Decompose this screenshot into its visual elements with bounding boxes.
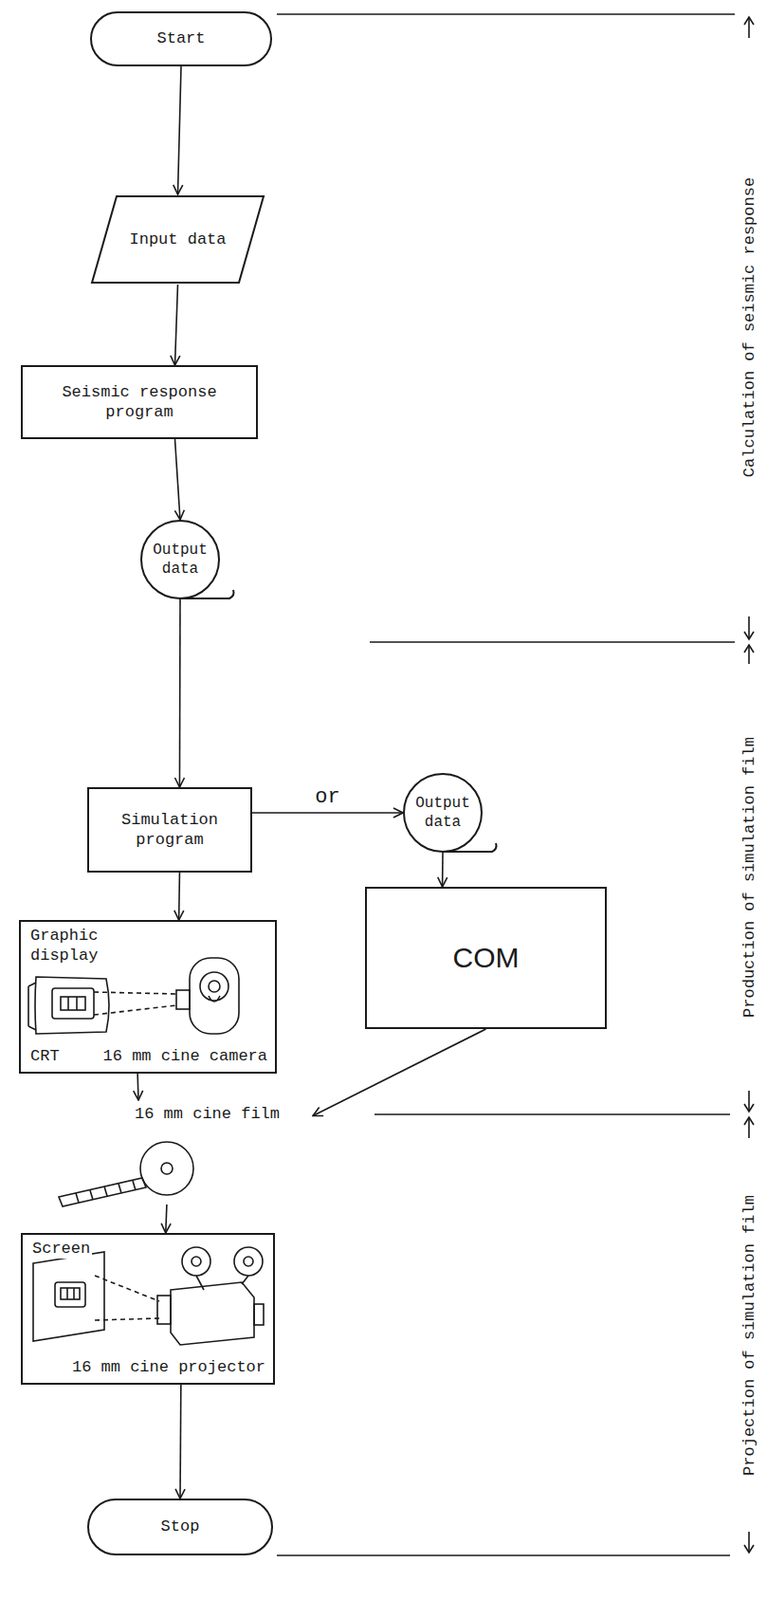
bracket-arrow (744, 1103, 754, 1112)
bracket-line (748, 616, 750, 640)
flow-arrow (178, 66, 183, 195)
input-box: Input data (90, 194, 266, 285)
tape-outline (140, 519, 220, 600)
phase-label: Calculation of seismic response (740, 173, 759, 481)
boundary-line (276, 1553, 731, 1556)
node-text: Seismic response program (49, 382, 230, 423)
tape-tail (180, 589, 235, 599)
flow-arrow (312, 1028, 487, 1116)
flow-arrow (179, 1384, 182, 1498)
flow-arrow (252, 811, 403, 814)
crt-drawing (28, 976, 110, 1034)
com-box: COM (365, 886, 607, 1029)
node-text: 16 mm cine projector (70, 1356, 268, 1377)
bracket-arrow (744, 1544, 754, 1553)
edge-label: or (311, 785, 343, 809)
process-box: Seismic response program (20, 365, 258, 439)
bracket-arrow (744, 17, 754, 25)
bracket-arrow (744, 1116, 754, 1125)
bracket-line (748, 1090, 750, 1112)
node-text: COM (453, 939, 520, 976)
tape-outline (402, 772, 483, 853)
node-text: Output data (148, 540, 212, 579)
phase-label: Projection of simulation film (740, 1190, 759, 1480)
flow-arrow (165, 1204, 167, 1233)
tape-tail (442, 842, 497, 852)
screen-drawing (33, 1251, 105, 1341)
node-text: Output data (411, 793, 475, 832)
film-reel: 16 mm cine film (94, 1099, 313, 1205)
tape-storage: Output data (402, 772, 483, 853)
flow-arrow (441, 852, 444, 887)
node-text: Start (156, 28, 205, 49)
bracket-line (748, 17, 750, 38)
projector-drawing (94, 1246, 264, 1345)
node-text: Input data (128, 229, 226, 250)
terminal-box: Stop (87, 1497, 274, 1555)
node-text: Graphic display (28, 925, 128, 967)
parallelogram-shape (91, 196, 264, 283)
flow-arrow (175, 284, 179, 366)
film-reel-drawing (58, 1141, 194, 1206)
cine-camera-drawing (93, 957, 239, 1034)
tape-circle (141, 520, 220, 599)
process-box: Simulation program (87, 786, 253, 873)
phase-label: Production of simulation film (740, 732, 759, 1022)
graphic-display-box: Graphic displayCRT 16 mm cine camera (18, 919, 277, 1074)
flow-arrow (175, 438, 182, 520)
flow-arrow (179, 599, 182, 787)
bracket-line (748, 1116, 750, 1138)
bracket-line (748, 1531, 750, 1553)
boundary-line (374, 1113, 731, 1115)
bracket-line (748, 644, 750, 664)
terminal-box: Start (90, 11, 273, 67)
node-text: 16 mm cine camera (101, 1045, 270, 1066)
tape-storage: Output data (140, 519, 220, 600)
node-text: CRT (28, 1045, 62, 1066)
node-text: Simulation program (89, 809, 251, 851)
boundary-line (276, 13, 735, 16)
node-text: Stop (161, 1515, 201, 1536)
bracket-arrow (744, 631, 754, 640)
node-text: 16 mm cine film (132, 1103, 282, 1124)
boundary-line (369, 640, 735, 643)
node-text: Screen (30, 1238, 92, 1259)
bracket-arrow (744, 644, 754, 653)
flow-arrow (178, 872, 181, 920)
tape-circle (403, 773, 482, 852)
projector-box: Screen 16 mm cine projector (20, 1232, 275, 1385)
flow-arrow (136, 1073, 139, 1100)
